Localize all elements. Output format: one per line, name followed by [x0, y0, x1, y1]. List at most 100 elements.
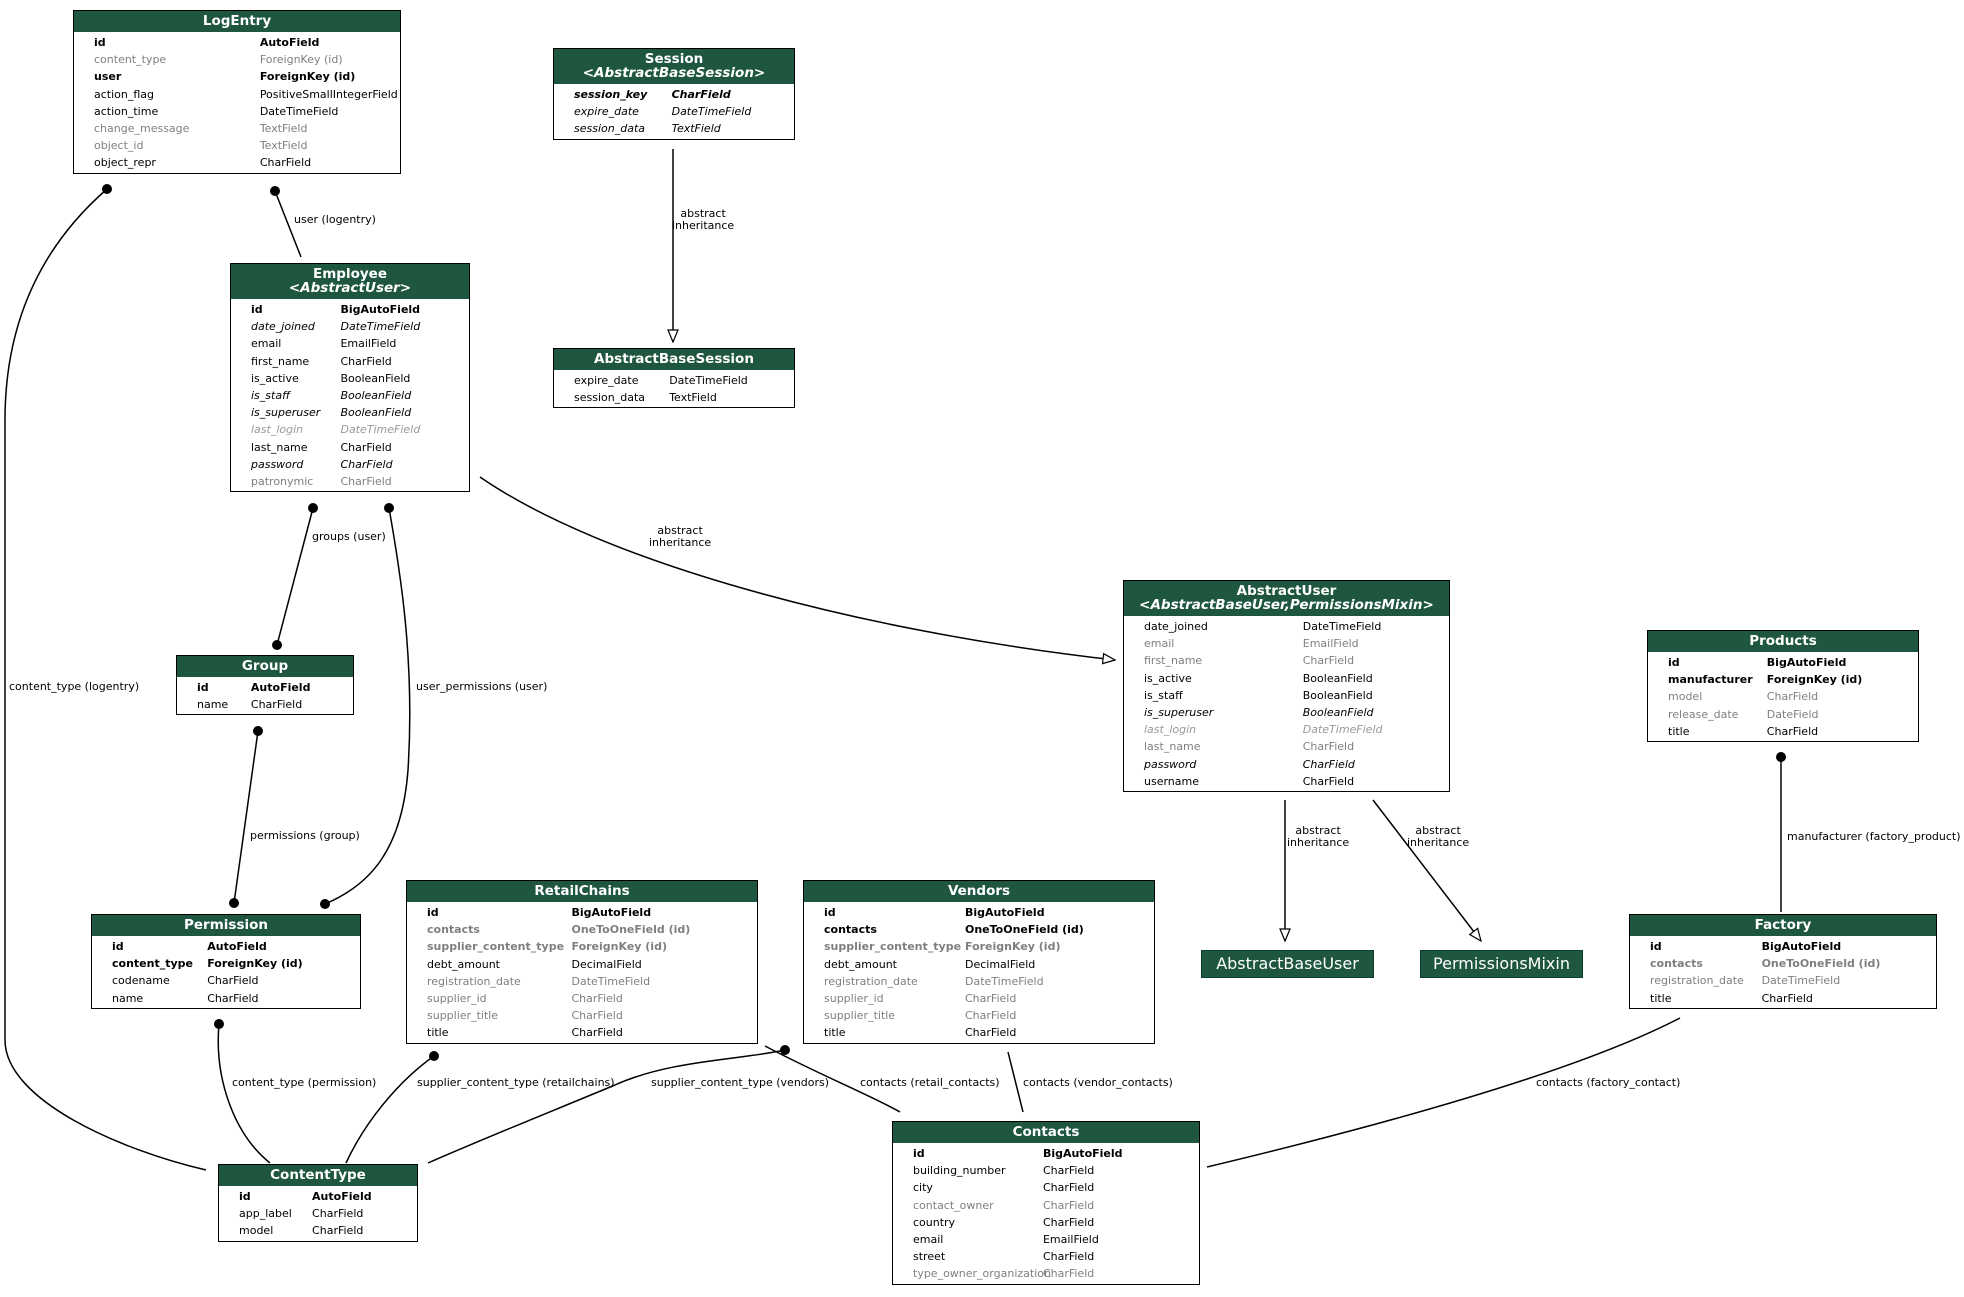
field-name: supplier_id — [824, 991, 884, 1005]
field-name: supplier_id — [427, 991, 487, 1005]
field-name: expire_date — [574, 105, 639, 119]
field-name: first_name — [251, 354, 310, 368]
model-header: Session<AbstractBaseSession> — [554, 49, 794, 84]
model-header: Employee<AbstractUser> — [231, 264, 469, 299]
model-title: Group — [241, 658, 289, 674]
field-name: email — [1144, 637, 1175, 651]
field-name: model — [239, 1224, 274, 1238]
field-type: BooleanField — [340, 406, 412, 420]
fk-dot — [229, 898, 239, 908]
field-type: DateTimeField — [1302, 723, 1383, 737]
field-type: CharField — [1042, 1164, 1095, 1178]
field-name: id — [94, 36, 106, 49]
field-name: supplier_title — [824, 1009, 896, 1023]
field-name: id — [1650, 940, 1662, 953]
model-title: Factory — [1754, 917, 1812, 933]
field-name: id — [112, 940, 124, 953]
field-name: object_repr — [94, 156, 156, 170]
field-name: last_login — [251, 423, 304, 437]
field-name: title — [824, 1026, 846, 1040]
field-name: action_time — [94, 104, 159, 118]
field-name: type_owner_organization — [913, 1267, 1051, 1281]
field-name: contact_owner — [913, 1198, 994, 1212]
field-type: BigAutoField — [340, 303, 421, 316]
field-type: CharField — [1042, 1250, 1095, 1264]
model-header: LogEntry — [74, 11, 400, 32]
field-type: BigAutoField — [1766, 656, 1847, 669]
field-type: CharField — [250, 698, 303, 712]
field-name: session_data — [574, 391, 645, 405]
field-name: session_data — [574, 122, 645, 136]
field-name: id — [913, 1147, 925, 1160]
edge-employee-inherit — [479, 476, 1115, 660]
field-type: CharField — [571, 1026, 623, 1040]
model-header: Contacts — [893, 1122, 1199, 1143]
edge-label-contenttype-logentry: content_type (logentry) — [9, 680, 140, 693]
field-name: app_label — [239, 1207, 292, 1221]
field-type: ForeignKey (id) — [965, 940, 1061, 954]
field-name: building_number — [913, 1164, 1006, 1178]
model-header: AbstractUser<AbstractBaseUser,Permission… — [1124, 581, 1449, 616]
model-title: Contacts — [1012, 1124, 1080, 1140]
model-header: Group — [177, 656, 353, 677]
edge-contacts-factory-contact — [1206, 1017, 1681, 1168]
edge-label-groups-user: groups (user) — [312, 530, 386, 543]
edge-label-contenttype-permission: content_type (permission) — [232, 1076, 377, 1089]
field-type: ForeignKey (id) — [259, 70, 356, 84]
model-header: Vendors — [804, 881, 1154, 902]
model-header: AbstractBaseSession — [554, 349, 794, 370]
field-type: CharField — [1302, 654, 1355, 668]
field-type: DateTimeField — [965, 974, 1044, 988]
field-name: country — [913, 1215, 956, 1229]
field-type: DecimalField — [965, 957, 1036, 971]
field-name: session_key — [574, 88, 648, 101]
field-name: id — [251, 303, 263, 316]
field-name: registration_date — [824, 974, 918, 988]
field-name: is_staff — [1144, 688, 1183, 702]
field-type: TextField — [671, 122, 721, 136]
field-name: patronymic — [251, 474, 314, 488]
field-type: DateField — [1766, 707, 1819, 721]
edge-contenttype-permission — [217, 1023, 271, 1164]
field-name: content_type — [94, 53, 167, 67]
field-type: CharField — [312, 1207, 364, 1221]
edge-label-supplier-content-type-retailchains: supplier_content_type (retailchains) — [417, 1076, 615, 1089]
field-name: contacts — [427, 923, 480, 937]
field-type: BigAutoField — [965, 906, 1045, 919]
field-row: id BigAutoField — [231, 301, 469, 318]
field-type: EmailField — [1042, 1232, 1099, 1246]
field-type: EmailField — [340, 337, 397, 351]
model-abstractbaseuser: AbstractBaseUser — [1201, 950, 1374, 978]
model-permissionsmixin: PermissionsMixin — [1420, 950, 1583, 978]
field-name: is_active — [1144, 671, 1192, 685]
